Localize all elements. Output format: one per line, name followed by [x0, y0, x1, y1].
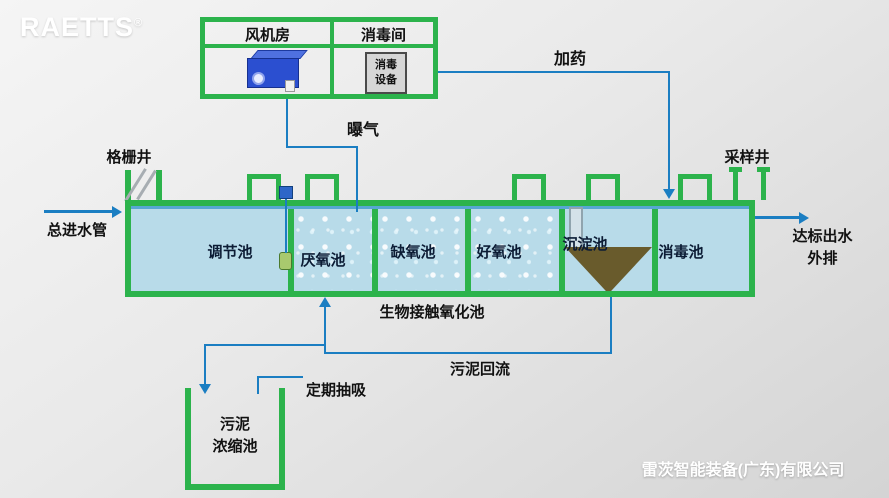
aerobic-bubbles: [471, 210, 557, 290]
sampling-well-label: 采样井: [724, 149, 770, 166]
inlet-pipe: [44, 210, 114, 213]
blower-fan-inlet-icon: [252, 72, 265, 85]
room-header-divider: [205, 44, 433, 48]
inlet-arrow-right: [112, 206, 122, 218]
outlet-label: 达标出水 外排: [792, 228, 853, 267]
fan-room-label: 风机房: [244, 27, 290, 44]
registered-mark: ®: [134, 17, 144, 29]
pump-riser-pipe: [285, 199, 287, 253]
grid-well-label: 格栅井: [106, 149, 152, 166]
anaerobic-bubbles: [294, 210, 372, 290]
sampling-well-left-wall: [733, 172, 738, 200]
tank-divider-3: [465, 209, 471, 291]
sludge-thickening-tank: 污泥 浓缩池: [185, 388, 285, 490]
outlet-pipe: [755, 216, 801, 219]
suction-pipe-vertical: [257, 376, 259, 394]
pump-junction-box: [279, 186, 293, 199]
main-treatment-tank: [125, 200, 755, 297]
aeration-pipe-drop1: [286, 99, 288, 147]
aeration-label: 曝气: [346, 122, 379, 139]
sludge-return-arrow-up: [319, 297, 331, 307]
tank-vent-4: [586, 174, 620, 200]
sludge-return-riser: [324, 306, 326, 354]
brand-logo: RAETTS®: [20, 12, 143, 43]
outlet-arrow-right: [799, 212, 809, 224]
tank-label-anaerobic: 厌氧池: [300, 252, 346, 269]
grid-well-left-wall: [125, 170, 131, 200]
suction-pipe-horizontal: [257, 376, 303, 378]
bio-contact-label: 生物接触氧化池: [379, 304, 485, 321]
sampling-well-right-wall: [761, 172, 766, 200]
dosing-label: 加药: [553, 51, 586, 68]
tank-divider-1: [288, 209, 294, 291]
sludge-return-drop: [610, 297, 612, 354]
sludge-thickening-tank-label: 污泥 浓缩池: [212, 415, 258, 456]
periodic-suction-label: 定期抽吸: [306, 382, 367, 399]
sludge-branch-drop: [204, 344, 206, 386]
room-divider-wall: [330, 22, 334, 94]
grid-well-right-wall: [156, 170, 162, 200]
dosing-pipe-vertical: [668, 71, 670, 190]
tank-vent-5: [678, 174, 712, 200]
sludge-return-horizontal: [324, 352, 612, 354]
tank-divider-4: [559, 209, 565, 291]
tank-label-anoxic: 缺氧池: [390, 244, 436, 261]
tank-label-regulation: 调节池: [207, 244, 253, 261]
tank-vent-2: [305, 174, 339, 200]
tank-vent-1: [247, 174, 281, 200]
blower-icon: [245, 48, 308, 94]
brand-logo-text: RAETTS: [20, 12, 134, 42]
tank-divider-5: [652, 209, 658, 291]
equipment-rooms-box: 风机房 消毒间 消毒 设备: [200, 17, 438, 99]
blower-outlet-pipe: [285, 80, 295, 92]
disinfection-device-box: 消毒 设备: [365, 52, 407, 94]
aeration-pipe-horizontal: [286, 146, 358, 148]
tank-divider-2: [372, 209, 378, 291]
tank-label-disinfection: 消毒池: [658, 244, 704, 261]
sludge-branch-horizontal: [204, 344, 326, 346]
sludge-branch-arrow-down: [199, 384, 211, 394]
sampling-well-left-cap: [729, 167, 742, 172]
water-surface-line: [131, 206, 749, 209]
dosing-arrow-down: [663, 189, 675, 199]
company-name: 雷茨智能装备(广东)有限公司: [641, 462, 845, 479]
tank-vent-3: [512, 174, 546, 200]
sampling-well-right-cap: [757, 167, 770, 172]
disinfection-room-label: 消毒间: [360, 27, 406, 44]
tank-label-sedimentation: 沉淀池: [562, 236, 608, 253]
main-inlet-label: 总进水管: [46, 222, 107, 239]
sludge-return-label: 污泥回流: [449, 361, 510, 378]
dosing-pipe-horizontal: [438, 71, 670, 73]
anoxic-bubbles: [378, 210, 465, 290]
tank-label-aerobic: 好氧池: [476, 244, 522, 261]
aeration-pipe-drop2: [356, 146, 358, 212]
